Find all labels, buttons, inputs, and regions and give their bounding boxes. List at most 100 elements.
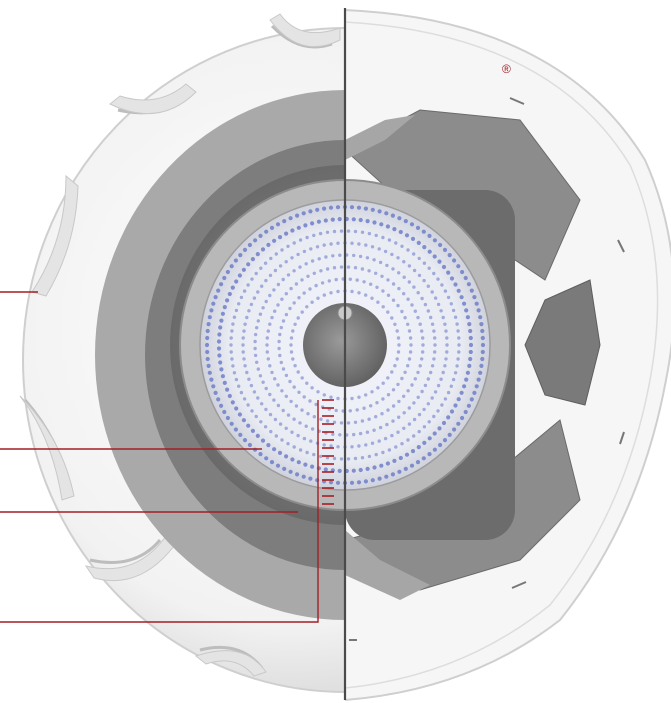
led-dot [218,360,223,365]
led-dot [286,413,291,417]
led-dot [427,266,431,270]
led-dot [237,412,242,417]
led-dot [407,280,411,284]
led-dot [260,438,266,443]
led-dot [241,336,245,340]
led-dot [217,353,222,358]
led-dot [331,432,335,436]
led-dot [291,329,295,333]
led-dot [258,233,263,238]
led-dot [433,350,437,354]
led-dot [456,421,461,426]
led-dot [362,280,366,284]
led-dot [234,308,239,313]
led-dot [375,401,379,405]
led-dot [242,247,248,252]
led-dot [292,445,296,449]
led-dot [444,329,448,333]
led-dot [468,342,474,348]
led-dot [247,377,251,381]
led-dot [370,478,375,483]
led-dot [278,332,282,337]
led-dot [410,383,414,387]
led-dot [395,357,399,361]
led-dot [451,377,456,382]
led-dot [390,213,395,218]
led-dot [286,244,290,248]
led-array [204,204,486,486]
led-dot [310,386,314,390]
led-dot [412,252,416,256]
led-dot [449,276,455,281]
led-dot [264,299,268,304]
led-dot [289,350,294,354]
led-dot [293,322,297,326]
led-dot [252,390,257,394]
led-dot [255,360,259,364]
led-dot [436,383,441,388]
led-dot [480,335,485,341]
led-dot [211,301,216,306]
led-dot [329,242,333,246]
led-dot [364,393,368,397]
led-dot [403,466,408,471]
led-dot [381,305,385,309]
led-dot [258,312,263,316]
led-dot [474,384,479,389]
led-dot [264,386,268,391]
led-dot [280,248,284,252]
led-dot [264,278,268,283]
led-dot [268,322,272,326]
led-dot [449,384,453,388]
led-dot [440,403,444,407]
led-dot [243,322,247,326]
led-dot [247,309,251,313]
led-dot [233,258,238,263]
led-dot [355,278,359,282]
led-dot [206,363,211,368]
led-dot [269,256,273,261]
led-dot [268,392,272,397]
led-dot [453,315,458,319]
led-dot [292,417,296,421]
led-dot [390,433,394,438]
led-dot [220,374,225,379]
led-dot [334,277,338,282]
led-dot [467,363,472,368]
led-dot [420,357,424,361]
led-dot [432,431,437,436]
led-dot [402,260,406,264]
led-dot [364,243,368,247]
led-dot [229,343,233,347]
led-dot [284,231,289,236]
led-dot [350,445,354,449]
led-dot [298,421,302,425]
led-dot [422,440,427,445]
led-dot [290,430,294,434]
led-dot [416,395,420,399]
led-dot [352,253,356,258]
led-dot [216,288,221,293]
led-dot [278,264,283,268]
led-dot [276,303,280,307]
led-dot [360,419,365,423]
led-dot [381,381,385,385]
led-dot [278,353,282,358]
led-dot [422,425,427,429]
led-dot [301,474,306,479]
led-dot [219,403,224,408]
led-dot [397,469,402,474]
led-dot [265,350,269,354]
led-dot [417,256,421,261]
led-dot [367,231,372,236]
led-dot [282,466,287,471]
led-dot [412,401,416,405]
led-dot [269,225,275,230]
led-dot [396,303,400,308]
led-dot [216,339,222,344]
led-dot [426,402,430,406]
led-dot [478,370,483,375]
led-dot [427,233,432,238]
led-dot [294,282,299,286]
led-dot [384,474,389,479]
